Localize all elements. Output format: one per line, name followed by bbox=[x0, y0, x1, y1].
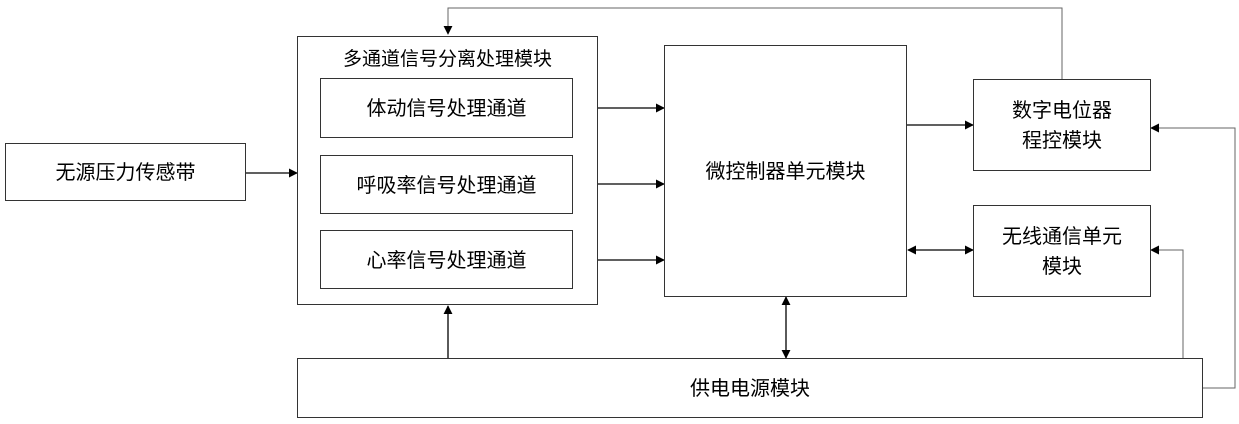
passive-pressure-sensor-label: 无源压力传感带 bbox=[56, 157, 196, 187]
mcu-label: 微控制器单元模块 bbox=[706, 156, 866, 186]
multichannel-module-title: 多通道信号分离处理模块 bbox=[297, 44, 598, 71]
wireless-label-line1: 无线通信单元 bbox=[1002, 221, 1122, 251]
channel-respiration: 呼吸率信号处理通道 bbox=[320, 155, 573, 214]
passive-pressure-sensor-box: 无源压力传感带 bbox=[5, 143, 246, 201]
mcu-box: 微控制器单元模块 bbox=[664, 45, 907, 297]
channel-body-motion-label: 体动信号处理通道 bbox=[367, 93, 527, 123]
digital-pot-label-line1: 数字电位器 bbox=[1012, 95, 1112, 125]
wireless-label-line2: 模块 bbox=[1042, 251, 1082, 281]
channel-heart-rate: 心率信号处理通道 bbox=[320, 230, 573, 289]
wireless-box: 无线通信单元 模块 bbox=[973, 205, 1151, 297]
channel-respiration-label: 呼吸率信号处理通道 bbox=[357, 170, 537, 200]
digital-pot-label-line2: 程控模块 bbox=[1022, 125, 1102, 155]
power-supply-label: 供电电源模块 bbox=[690, 373, 810, 403]
channel-body-motion: 体动信号处理通道 bbox=[320, 78, 573, 138]
digital-pot-box: 数字电位器 程控模块 bbox=[973, 79, 1151, 171]
channel-heart-rate-label: 心率信号处理通道 bbox=[367, 245, 527, 275]
arrow-power-to-digital-pot bbox=[1151, 128, 1235, 388]
power-supply-box: 供电电源模块 bbox=[297, 358, 1203, 418]
arrow-power-to-wireless bbox=[1151, 250, 1183, 358]
